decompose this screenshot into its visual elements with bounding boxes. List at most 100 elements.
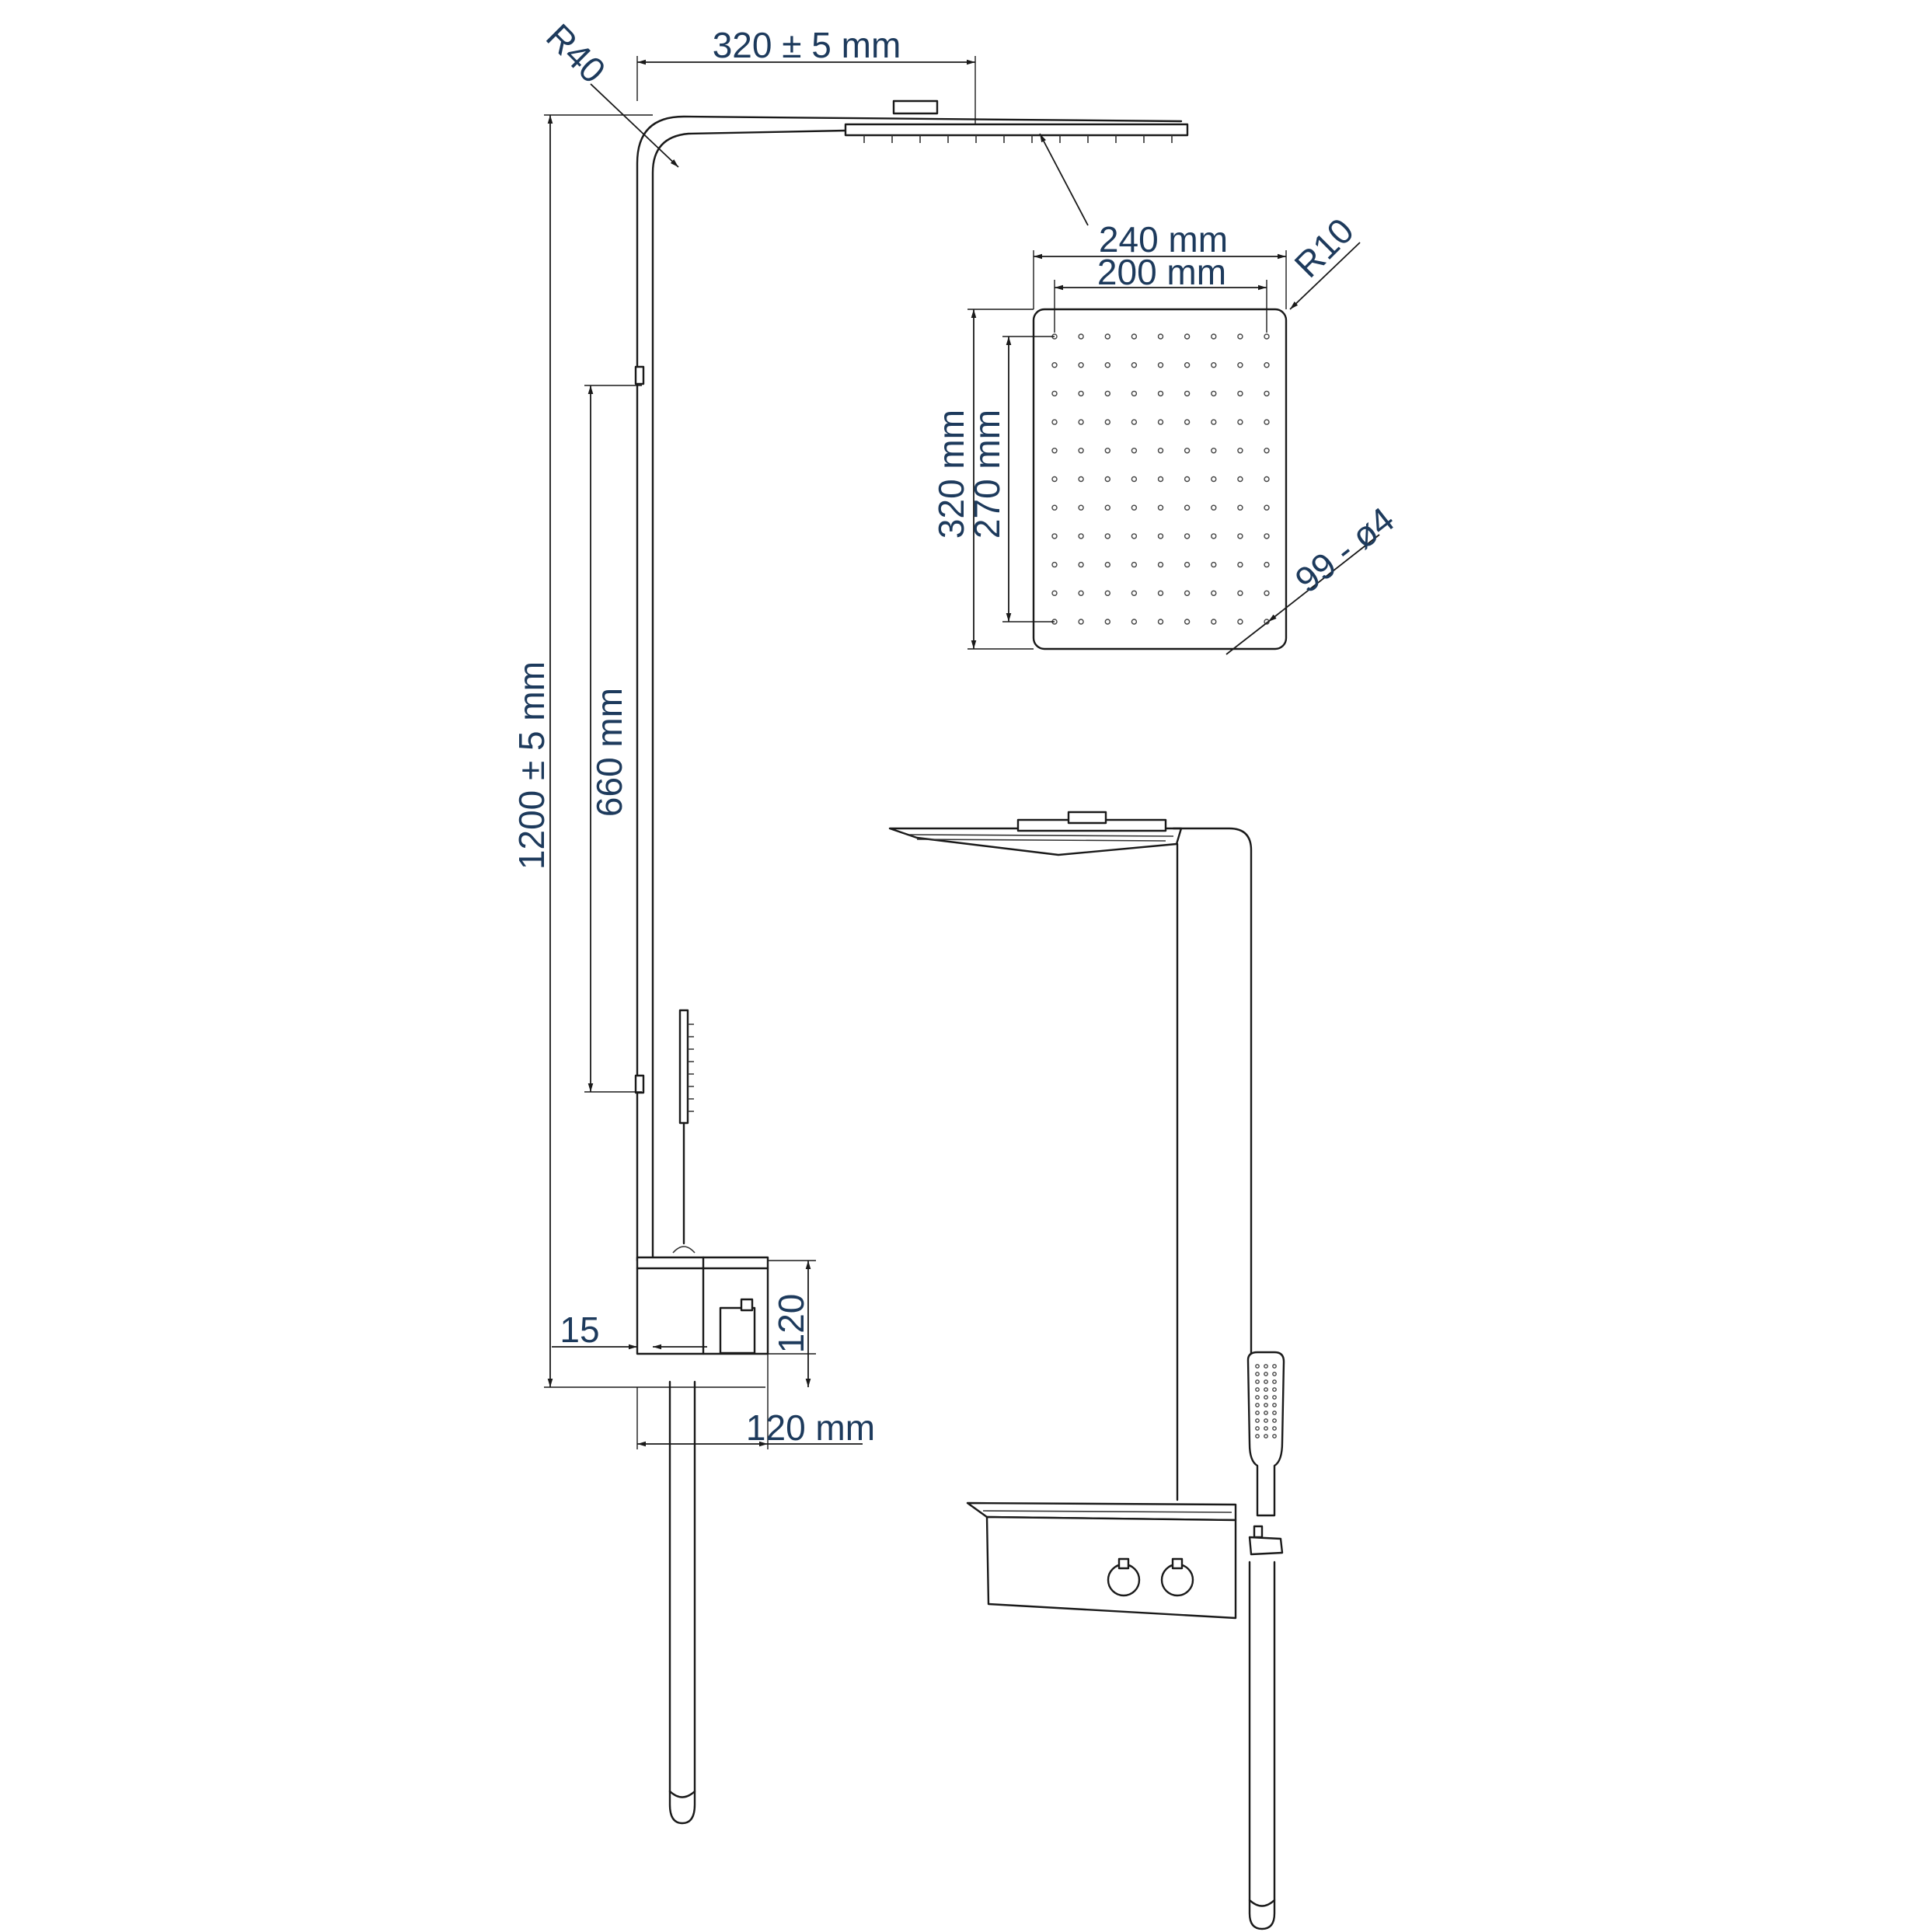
hand-nozzle-dot (1255, 1372, 1260, 1376)
nozzle-dot (1237, 419, 1243, 425)
hand-nozzle-dot (1272, 1387, 1277, 1392)
side-hand-shower-nozzles (688, 1024, 694, 1112)
nozzle-dot (1237, 533, 1243, 539)
nozzle-dot (1237, 590, 1243, 596)
label-nozzle-field-width: 200 mm (1097, 252, 1226, 292)
nozzle-dot (1211, 333, 1217, 340)
persp-hose-holder (1248, 1536, 1284, 1556)
nozzle-dot (1237, 390, 1243, 397)
nozzle-dot (1184, 561, 1191, 568)
nozzle-dot (1211, 590, 1217, 596)
hand-nozzle-dot (1272, 1395, 1277, 1400)
nozzle-dot (1078, 561, 1084, 568)
hand-nozzle-dot (1264, 1411, 1268, 1415)
dim-head-leader (1039, 133, 1089, 226)
dimension-lines (544, 56, 1380, 1449)
nozzle-dot (1211, 476, 1217, 483)
hand-nozzle-dot (1264, 1364, 1268, 1369)
persp-shelf-edge (982, 1510, 1232, 1513)
nozzle-dot (1131, 504, 1138, 511)
hand-nozzle-dot (1255, 1387, 1260, 1392)
nozzle-dot (1184, 476, 1191, 483)
nozzle-dot (1237, 619, 1243, 625)
label-nozzle-field-length: 270 mm (967, 410, 1007, 539)
hand-nozzle-dot (1272, 1411, 1277, 1415)
hand-nozzle-dot (1264, 1418, 1268, 1423)
nozzle-dot (1211, 419, 1217, 425)
label-arm-reach: 320 ± 5 mm (713, 25, 901, 65)
hand-nozzle-dot (1264, 1372, 1268, 1376)
persp-hose (1248, 1561, 1276, 1930)
persp-hose-end (1248, 1899, 1276, 1907)
side-hose-clip (672, 1246, 696, 1254)
hand-nozzle-dot (1255, 1395, 1260, 1400)
nozzle-dot (1157, 362, 1164, 368)
hand-nozzle-dot (1272, 1426, 1277, 1431)
nozzle-dot (1211, 533, 1217, 539)
nozzle-dot (1184, 390, 1191, 397)
nozzle-dot (1184, 333, 1191, 340)
hand-nozzle-dot (1264, 1403, 1268, 1407)
nozzle-dot (1104, 390, 1111, 397)
nozzle-dot (1237, 333, 1243, 340)
nozzle-dot (1264, 504, 1270, 511)
nozzle-dot (1184, 419, 1191, 425)
nozzle-dot (1157, 419, 1164, 425)
persp-hand-shower (1246, 1351, 1285, 1517)
nozzle-dot (1104, 448, 1111, 454)
nozzle-dot (1157, 504, 1164, 511)
nozzle-dot (1078, 390, 1084, 397)
nozzle-dot (1264, 476, 1270, 483)
nozzle-dot (1264, 390, 1270, 397)
label-mixer-depth: 120 mm (746, 1407, 875, 1448)
nozzle-dot (1051, 590, 1058, 596)
label-corner-radius: R10 (1286, 210, 1361, 284)
side-mixer-knob (719, 1306, 756, 1355)
nozzle-dot (1051, 362, 1058, 368)
nozzle-dot (1104, 619, 1111, 625)
nozzle-dot (1051, 390, 1058, 397)
nozzle-dot (1104, 561, 1111, 568)
hand-nozzle-dot (1264, 1395, 1268, 1400)
nozzle-dot (1211, 390, 1217, 397)
side-mixer-knob-cap (740, 1298, 754, 1312)
nozzle-dot (1211, 619, 1217, 625)
nozzle-dot (1211, 504, 1217, 511)
side-view (634, 99, 1189, 1825)
nozzle-dot (1131, 448, 1138, 454)
nozzle-dot (1157, 476, 1164, 483)
nozzle-dot (1237, 448, 1243, 454)
nozzle-dot (1131, 476, 1138, 483)
hand-nozzle-dot (1255, 1434, 1260, 1439)
label-mixer-height: 120 (771, 1294, 811, 1354)
nozzle-dot (1078, 476, 1084, 483)
label-total-height: 1200 ± 5 mm (511, 661, 552, 870)
nozzle-dot (1264, 362, 1270, 368)
label-bracket-spacing: 660 mm (589, 688, 629, 817)
nozzle-dot (1157, 590, 1164, 596)
nozzle-dot (1131, 419, 1138, 425)
persp-holder-knob (1253, 1525, 1264, 1539)
hand-nozzle-dot (1272, 1403, 1277, 1407)
nozzle-dot (1184, 590, 1191, 596)
nozzle-dot (1078, 619, 1084, 625)
nozzle-dot (1237, 561, 1243, 568)
hand-nozzle-dot (1255, 1418, 1260, 1423)
nozzle-dot (1131, 590, 1138, 596)
label-head-length: 320 mm (931, 410, 971, 539)
persp-rain-head (888, 827, 1183, 856)
nozzle-dot (1157, 619, 1164, 625)
hand-nozzle-dot (1255, 1426, 1260, 1431)
nozzle-dot (1051, 476, 1058, 483)
hand-nozzle-dot (1272, 1364, 1277, 1369)
hand-nozzle-dot (1255, 1411, 1260, 1415)
nozzle-dot (1211, 448, 1217, 454)
nozzle-dot (1237, 362, 1243, 368)
side-column-inner (651, 129, 847, 1262)
nozzle-dot (1104, 533, 1111, 539)
dim-nozzle-count-leader (1267, 534, 1380, 622)
hand-shower-nozzles (1255, 1364, 1277, 1439)
nozzle-dot (1051, 533, 1058, 539)
nozzle-dot (1104, 333, 1111, 340)
nozzle-dot (1051, 448, 1058, 454)
